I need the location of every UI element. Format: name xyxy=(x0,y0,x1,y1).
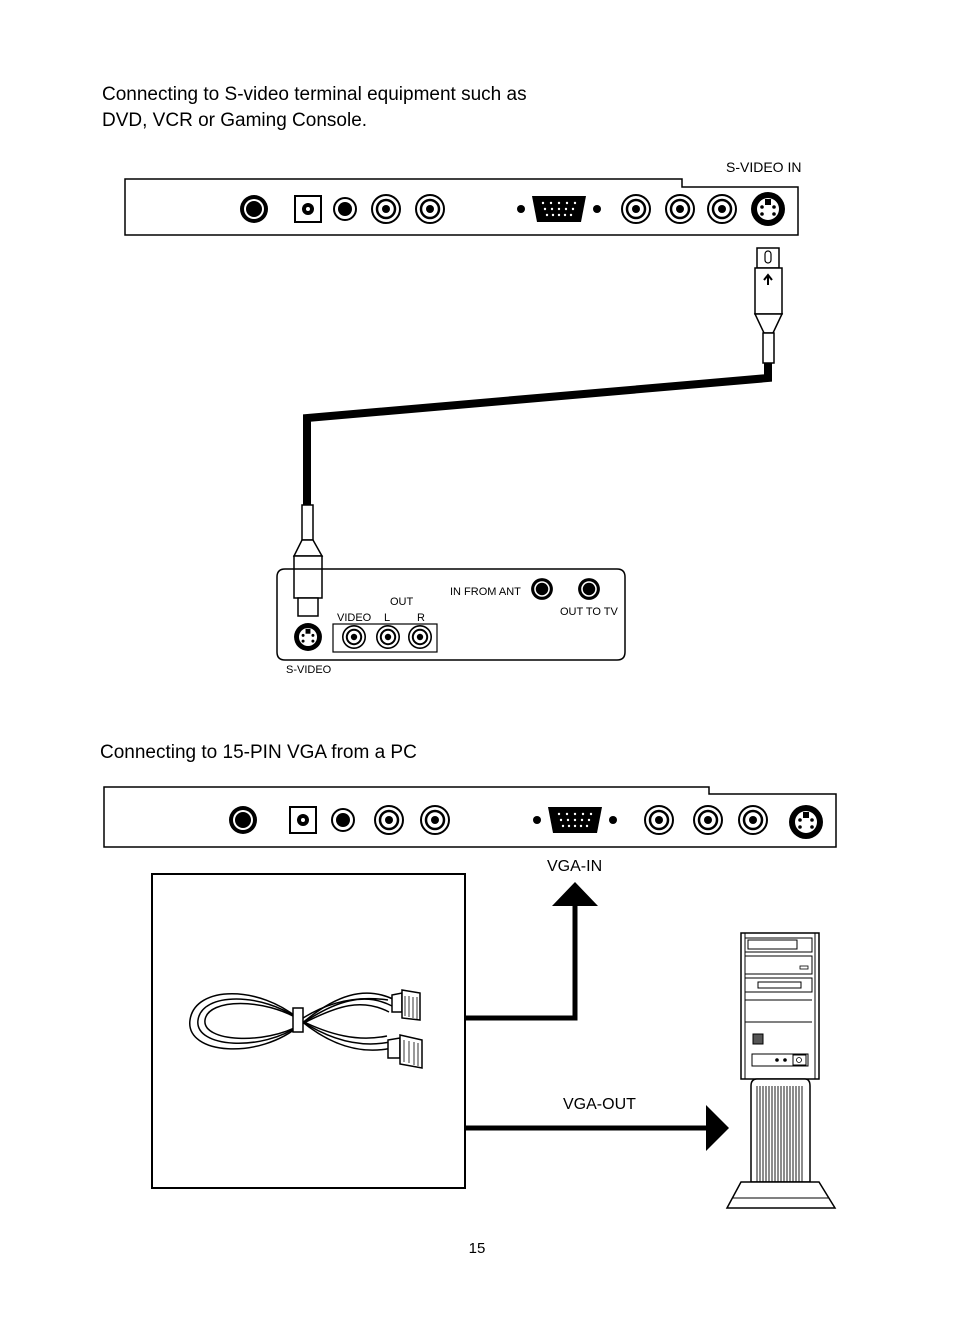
device-right-label: R xyxy=(417,612,425,624)
vga-out-arrow xyxy=(465,1105,729,1151)
svideo-in-label: S-VIDEO IN xyxy=(726,159,802,175)
tv-rear-panel-bottom xyxy=(103,786,837,848)
section2-heading: Connecting to 15-PIN VGA from a PC xyxy=(100,742,417,763)
page-number: 15 xyxy=(468,1240,486,1257)
device-out-to-tv-label: OUT TO TV xyxy=(560,606,618,618)
section1-heading-line1: Connecting to S-video terminal equipment… xyxy=(102,84,527,105)
pc-tower-icon xyxy=(725,932,837,1209)
vga-in-arrow xyxy=(465,882,598,1021)
device-video-label: VIDEO xyxy=(337,612,372,624)
device-in-from-ant-label: IN FROM ANT xyxy=(450,586,521,598)
svideo-cable xyxy=(292,247,784,617)
vga-in-label: VGA-IN xyxy=(547,858,603,875)
device-rear-panel xyxy=(276,568,626,661)
vga-out-label: VGA-OUT xyxy=(563,1096,636,1113)
section1-heading-line2: DVD, VCR or Gaming Console. xyxy=(102,110,368,131)
section1-heading: Connecting to S-video terminal equipment… xyxy=(102,82,527,134)
device-left-label: L xyxy=(384,612,391,624)
vga-cable-box xyxy=(151,873,466,1189)
device-out-label: OUT xyxy=(390,596,414,608)
tv-rear-panel-top xyxy=(124,178,799,236)
device-svideo-label: S-VIDEO xyxy=(286,664,332,676)
